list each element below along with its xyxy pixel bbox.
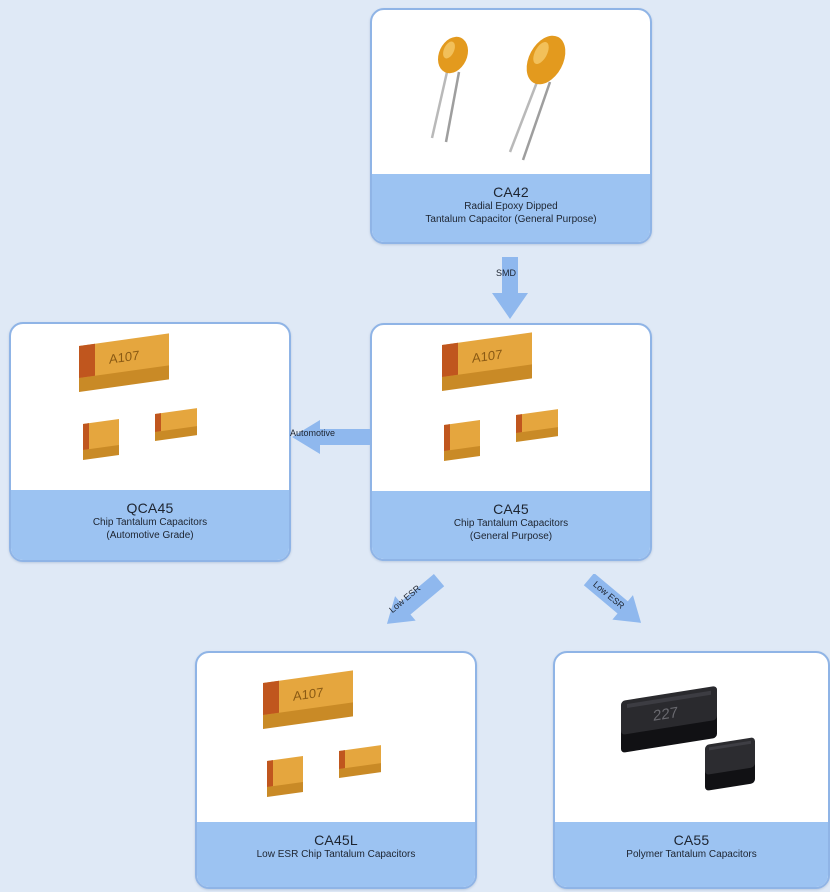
chip-marking: 227 bbox=[653, 704, 678, 725]
node-ca42: CA42 Radial Epoxy Dipped Tantalum Capaci… bbox=[370, 8, 652, 244]
node-desc: (Automotive Grade) bbox=[106, 530, 194, 541]
edge-label-smd: SMD bbox=[496, 268, 516, 278]
node-desc: Chip Tantalum Capacitors bbox=[92, 517, 208, 528]
node-model: CA42 bbox=[493, 184, 529, 200]
arrow-down-left-icon bbox=[380, 572, 446, 637]
node-desc: (General Purpose) bbox=[469, 531, 553, 542]
node-model: CA45L bbox=[314, 832, 358, 848]
radial-capacitor-icon bbox=[372, 10, 650, 178]
chip-capacitor-icon: A107 bbox=[197, 653, 475, 826]
node-caption: CA42 Radial Epoxy Dipped Tantalum Capaci… bbox=[372, 174, 650, 242]
node-caption: QCA45 Chip Tantalum Capacitors (Automoti… bbox=[11, 490, 289, 560]
arrow-down-icon bbox=[492, 257, 528, 326]
node-ca55: 227 CA55 Polymer Tantalum Capacitors bbox=[553, 651, 830, 889]
node-model: QCA45 bbox=[126, 500, 174, 516]
arrow-left-icon bbox=[292, 420, 370, 459]
node-qca45: A107 QCA45 Chip Tantalum Capacitors (Aut… bbox=[9, 322, 291, 562]
chip-capacitor-icon: A107 bbox=[11, 324, 289, 494]
node-ca45: A107 CA45 Chip Tantalum Capacitors (Gene… bbox=[370, 323, 652, 561]
edge-label-automotive: Automotive bbox=[290, 428, 336, 438]
chip-marking: A107 bbox=[293, 685, 323, 704]
node-desc: Polymer Tantalum Capacitors bbox=[626, 849, 757, 860]
chip-marking: A107 bbox=[109, 348, 139, 367]
chip-marking: A107 bbox=[472, 347, 502, 366]
node-desc: Radial Epoxy Dipped bbox=[464, 201, 558, 212]
arrow-down-right-icon bbox=[582, 573, 648, 633]
node-desc: Tantalum Capacitor (General Purpose) bbox=[425, 214, 597, 225]
node-desc: Chip Tantalum Capacitors bbox=[453, 518, 569, 529]
node-desc: Low ESR Chip Tantalum Capacitors bbox=[256, 849, 416, 860]
node-caption: CA55 Polymer Tantalum Capacitors bbox=[555, 822, 828, 887]
node-model: CA55 bbox=[673, 832, 710, 848]
node-ca45l: A107 CA45L Low ESR Chip Tantalum Capacit… bbox=[195, 651, 477, 889]
chip-capacitor-icon: A107 bbox=[372, 325, 650, 495]
node-caption: CA45L Low ESR Chip Tantalum Capacitors bbox=[197, 822, 475, 887]
node-caption: CA45 Chip Tantalum Capacitors (General P… bbox=[372, 491, 650, 559]
polymer-capacitor-icon: 227 bbox=[555, 653, 828, 826]
node-model: CA45 bbox=[493, 501, 529, 517]
